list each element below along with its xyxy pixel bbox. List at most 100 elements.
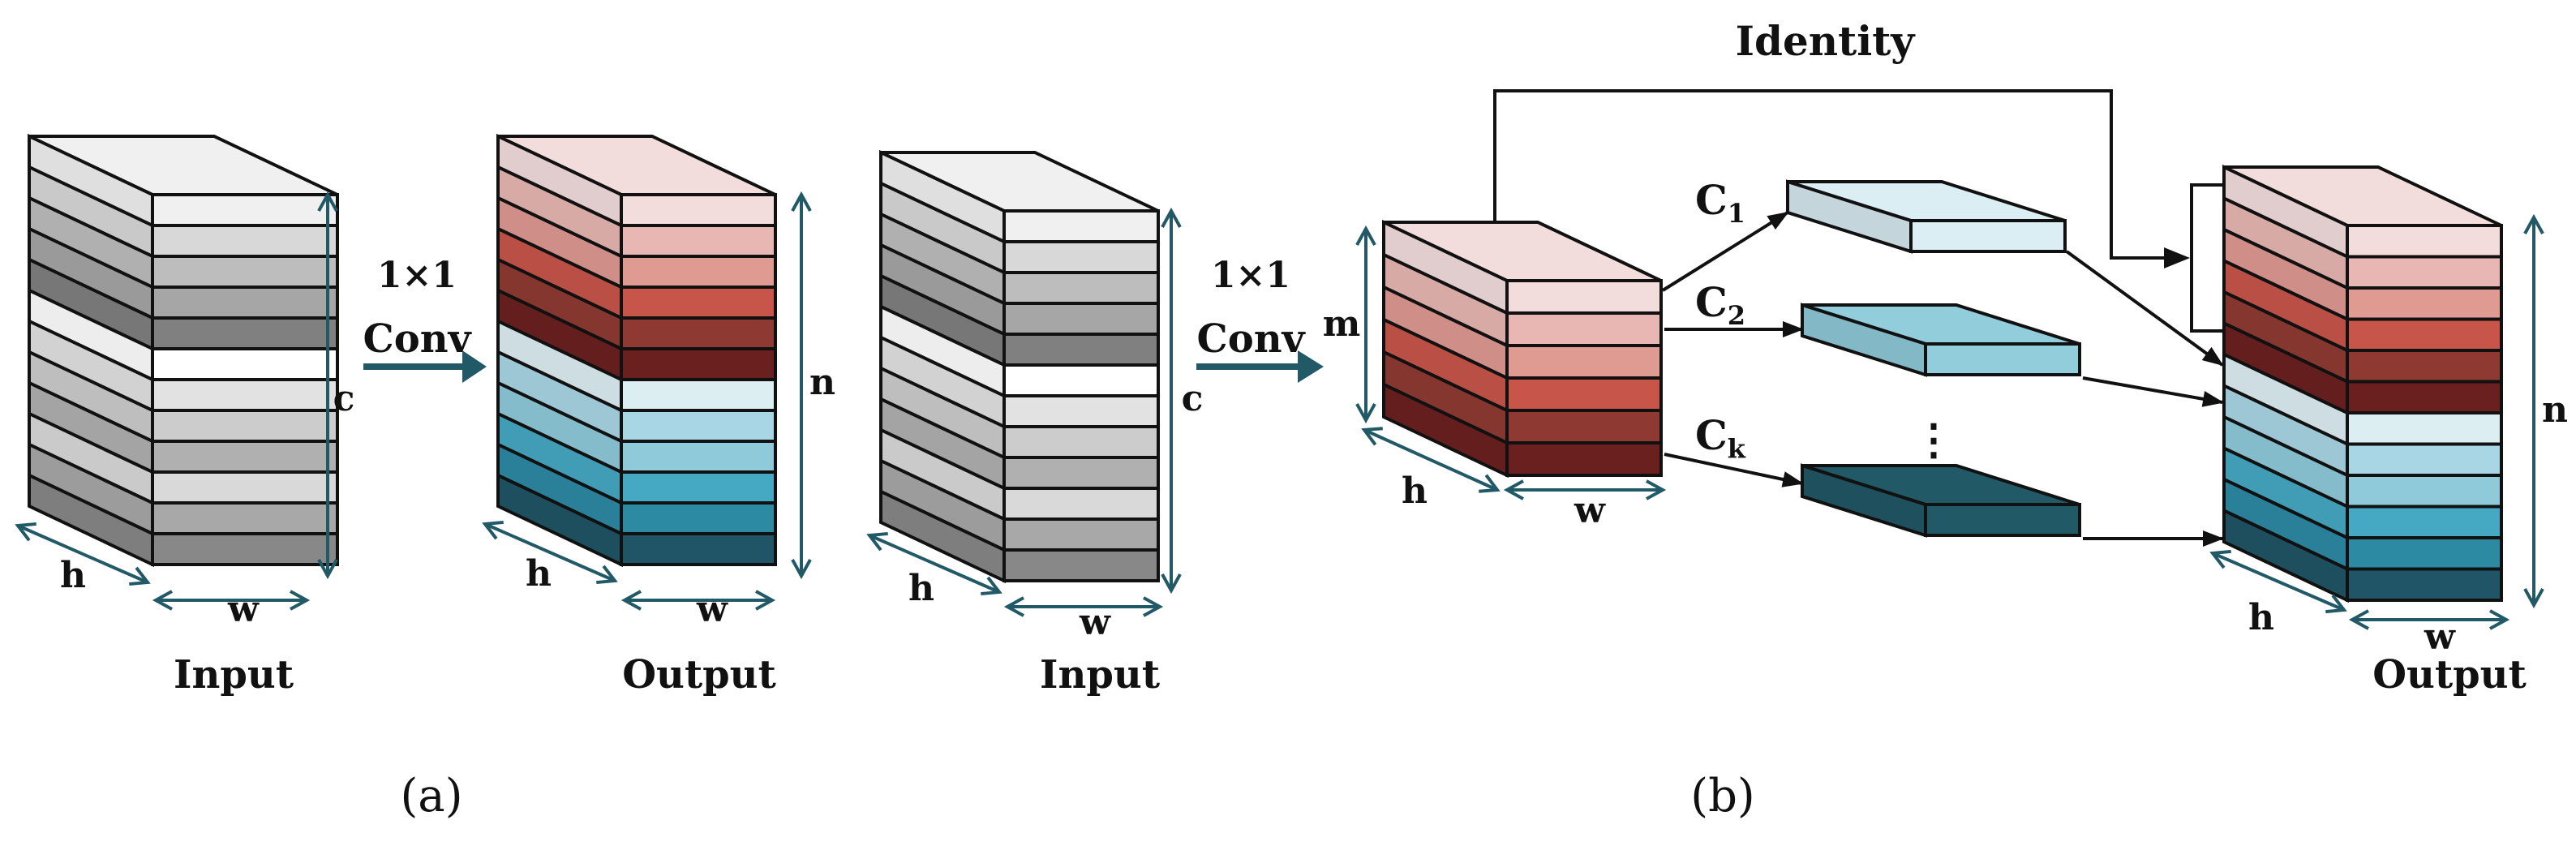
dim-h-arrow bbox=[15, 522, 151, 586]
layer-front bbox=[620, 501, 777, 535]
layer-front bbox=[1002, 548, 1160, 582]
branch-arrow-in bbox=[1664, 453, 1804, 487]
layer-front bbox=[151, 316, 339, 350]
dim-n-arrow bbox=[2523, 213, 2544, 609]
slab-front bbox=[1909, 219, 2067, 253]
layer-front bbox=[1002, 517, 1160, 552]
conv-label-line2: Conv bbox=[363, 316, 472, 362]
layer-front bbox=[620, 440, 777, 474]
layer-front bbox=[2346, 255, 2503, 290]
layer-front bbox=[2346, 442, 2503, 477]
layer-front bbox=[2346, 474, 2503, 509]
ellipsis: ⋮ bbox=[1913, 415, 1955, 465]
layer-front bbox=[2346, 505, 2503, 539]
dim-h-label: h bbox=[908, 568, 934, 609]
layer-front bbox=[1002, 302, 1160, 336]
layer-front bbox=[151, 255, 339, 289]
layer-front bbox=[2346, 224, 2503, 259]
layer-front bbox=[620, 378, 777, 412]
layer-front bbox=[1505, 344, 1663, 380]
layer-front bbox=[620, 316, 777, 350]
branch-slab-2 bbox=[1801, 303, 2081, 377]
layer-front bbox=[620, 347, 777, 381]
panel-b-feature-block bbox=[1382, 219, 1663, 479]
input-caption: Input bbox=[1040, 652, 1160, 698]
layer-front bbox=[1002, 209, 1160, 243]
layer-front bbox=[1505, 279, 1663, 315]
layer-front bbox=[151, 224, 339, 258]
panel-a-input-block bbox=[28, 133, 339, 568]
dim-w-label: w bbox=[696, 589, 728, 630]
layer-front bbox=[2346, 349, 2503, 384]
dim-w-label: w bbox=[2424, 616, 2456, 658]
layer-front bbox=[2346, 536, 2503, 571]
layer-front bbox=[1002, 271, 1160, 305]
dim-h-arrow bbox=[482, 520, 618, 585]
layer-front bbox=[620, 255, 777, 289]
dim-w-label: w bbox=[1079, 602, 1111, 643]
layer-front bbox=[151, 347, 339, 381]
branch-label-1: C1 bbox=[1695, 176, 1745, 229]
dim-h-arrow bbox=[1361, 427, 1501, 493]
dim-w-arrow bbox=[2348, 609, 2510, 630]
layer-front bbox=[620, 470, 777, 505]
layer-front bbox=[1002, 487, 1160, 521]
dim-n-label: n bbox=[2542, 389, 2568, 431]
dim-m-arrow bbox=[1355, 225, 1376, 424]
dim-c-label: c bbox=[1182, 378, 1204, 419]
layer-front bbox=[2346, 286, 2503, 321]
dim-h-arrow bbox=[2209, 549, 2347, 614]
branch-arrow-out bbox=[2065, 250, 2224, 367]
dim-w-arrow bbox=[620, 590, 776, 611]
dim-h-label: h bbox=[2248, 597, 2274, 638]
branch-label-2: C2 bbox=[1695, 278, 1745, 331]
panel-a-conv-arrow bbox=[363, 350, 487, 383]
panel-a-label: (a) bbox=[400, 770, 462, 822]
dim-w-arrow bbox=[1503, 479, 1667, 500]
layer-front bbox=[620, 193, 777, 227]
branch-arrow-out bbox=[2082, 376, 2224, 407]
dim-w-arrow bbox=[1003, 596, 1164, 617]
conv-label-line2: Conv bbox=[1196, 316, 1306, 362]
dim-h-label: h bbox=[60, 555, 86, 596]
dim-h-label: h bbox=[1402, 470, 1428, 512]
identity-connection bbox=[1493, 89, 2227, 333]
dim-w-arrow bbox=[152, 590, 311, 611]
layer-front bbox=[2346, 380, 2503, 414]
layer-front bbox=[620, 286, 777, 320]
identity-label: Identity bbox=[1736, 17, 1917, 65]
layer-front bbox=[151, 286, 339, 320]
branch-slab-1 bbox=[1786, 179, 2067, 254]
branch-slab-3 bbox=[1801, 463, 2081, 538]
conv-label-line1: 1×1 bbox=[377, 255, 457, 296]
layer-front bbox=[151, 378, 339, 412]
dim-c-arrow bbox=[1161, 207, 1182, 595]
dim-c-label: c bbox=[333, 378, 355, 419]
layer-front bbox=[620, 532, 777, 566]
dim-m-label: m bbox=[1323, 303, 1361, 345]
dim-h-label: h bbox=[526, 553, 552, 595]
layer-front bbox=[1505, 441, 1663, 477]
layer-front bbox=[2346, 411, 2503, 446]
layer-front bbox=[2346, 567, 2503, 602]
output-caption: Output bbox=[622, 652, 776, 698]
dim-w-label: w bbox=[1574, 490, 1606, 531]
layer-front bbox=[1505, 409, 1663, 444]
slab-front bbox=[1924, 342, 2081, 376]
layer-front bbox=[1002, 240, 1160, 274]
layer-front bbox=[1002, 333, 1160, 367]
layer-front bbox=[1002, 394, 1160, 428]
panel-a-output-block bbox=[496, 133, 777, 568]
panel-b-conv-arrow bbox=[1196, 350, 1324, 383]
layer-front bbox=[151, 409, 339, 443]
dim-n-arrow bbox=[791, 191, 812, 580]
layer-front bbox=[1505, 311, 1663, 347]
layer-front bbox=[151, 470, 339, 505]
output-caption: Output bbox=[2372, 652, 2527, 698]
branch-label-3: Ck bbox=[1695, 411, 1746, 464]
dim-c-arrow bbox=[317, 191, 338, 580]
layer-front bbox=[151, 532, 339, 566]
conv-label-line1: 1×1 bbox=[1211, 255, 1290, 296]
layer-front bbox=[1002, 425, 1160, 459]
